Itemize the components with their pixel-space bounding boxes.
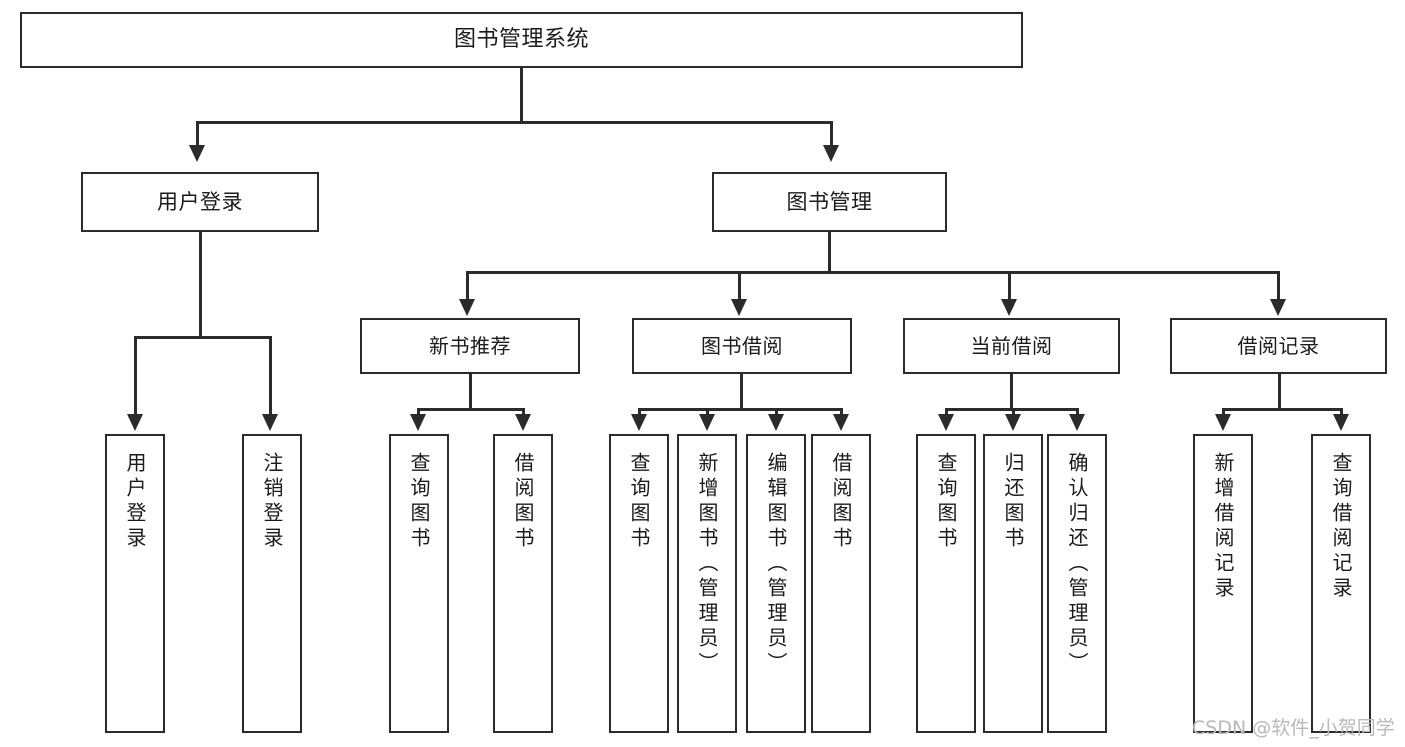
- leaf-borrow-record-query-record[interactable]: 查询借阅记录: [1311, 434, 1371, 733]
- arrow-book-borrow-to-leaf-4: [833, 414, 849, 431]
- edge-user-login-stem: [199, 232, 202, 336]
- leaf-book-borrow-add-book-admin[interactable]: 新增图书（管理员）: [677, 434, 737, 733]
- arrow-borrow-record-to-leaf-2: [1333, 414, 1349, 431]
- edge-book-borrow-to-leaf-3: [775, 408, 778, 418]
- csdn-watermark: CSDN @软件_小贺同学: [1192, 717, 1395, 739]
- edge-new-book-to-leaf-2: [522, 408, 525, 418]
- node-label: 借阅记录: [1237, 333, 1320, 358]
- arrow-book-borrow-to-leaf-1: [631, 414, 647, 431]
- leaf-current-borrow-confirm-return-admin[interactable]: 确认归还（管理员）: [1047, 434, 1107, 733]
- edge-current-borrow-to-leaf-2: [1012, 408, 1015, 418]
- edge-root-bus: [196, 121, 833, 124]
- leaf-user-login-logout[interactable]: 注销登录: [242, 434, 302, 733]
- arrow-bm-to-new-book: [459, 299, 475, 316]
- edge-book-borrow-stem: [740, 374, 743, 408]
- leaf-current-borrow-query-books[interactable]: 查询图书: [916, 434, 976, 733]
- node-label: 图书管理: [786, 189, 873, 214]
- arrow-root-to-user-login: [189, 145, 205, 162]
- edge-borrow-record-bus: [1222, 408, 1342, 411]
- node-label: 新增借阅记录: [1211, 452, 1235, 602]
- edge-borrow-record-to-leaf-1: [1222, 408, 1225, 418]
- edge-borrow-record-stem: [1278, 374, 1281, 408]
- arrow-current-borrow-to-leaf-2: [1005, 414, 1021, 431]
- node-label: 归还图书: [1001, 452, 1025, 552]
- edge-book-management-stem: [828, 232, 831, 271]
- node-borrow-record[interactable]: 借阅记录: [1170, 318, 1387, 374]
- node-label: 查询图书: [627, 452, 651, 552]
- edge-user-login-bus: [134, 336, 271, 339]
- node-root-book-management-system[interactable]: 图书管理系统: [20, 12, 1023, 68]
- arrow-new-book-to-leaf-2: [515, 414, 531, 431]
- arrow-borrow-record-to-leaf-1: [1215, 414, 1231, 431]
- edge-bm-to-new-book: [466, 271, 469, 303]
- node-label: 用户登录: [157, 189, 243, 214]
- arrow-book-borrow-to-leaf-3: [768, 414, 784, 431]
- arrow-root-to-book-management: [823, 145, 839, 162]
- node-label: 借阅图书: [829, 452, 853, 552]
- edge-user-login-to-leaf-1: [134, 336, 137, 418]
- edge-user-login-to-leaf-2: [269, 336, 272, 418]
- node-book-borrow[interactable]: 图书借阅: [632, 318, 852, 374]
- edge-current-borrow-to-leaf-3: [1076, 408, 1079, 418]
- leaf-new-book-query-books[interactable]: 查询图书: [389, 434, 449, 733]
- node-new-book-recommend[interactable]: 新书推荐: [360, 318, 580, 374]
- edge-bm-to-book-borrow: [738, 271, 741, 303]
- arrow-user-login-to-leaf-2: [262, 414, 278, 431]
- edge-book-borrow-bus: [638, 408, 843, 411]
- arrow-bm-to-current-borrow: [1001, 299, 1017, 316]
- leaf-current-borrow-return-books[interactable]: 归还图书: [983, 434, 1043, 733]
- edge-book-borrow-to-leaf-1: [638, 408, 641, 418]
- edge-current-borrow-to-leaf-1: [945, 408, 948, 418]
- edge-root-stem: [520, 68, 523, 121]
- node-label: 查询图书: [407, 452, 431, 552]
- edge-current-borrow-stem: [1010, 374, 1013, 408]
- arrow-bm-to-book-borrow: [731, 299, 747, 316]
- node-label: 新增图书（管理员）: [695, 452, 719, 677]
- edge-bm-to-current-borrow: [1008, 271, 1011, 303]
- arrow-new-book-to-leaf-1: [410, 414, 426, 431]
- arrow-user-login-to-leaf-1: [127, 414, 143, 431]
- edge-new-book-bus: [417, 408, 525, 411]
- node-current-borrow[interactable]: 当前借阅: [903, 318, 1120, 374]
- node-label: 当前借阅: [970, 333, 1053, 358]
- leaf-borrow-record-add-record[interactable]: 新增借阅记录: [1193, 434, 1253, 733]
- edge-book-borrow-to-leaf-2: [706, 408, 709, 418]
- edge-root-to-user-login: [196, 121, 199, 149]
- node-label: 查询借阅记录: [1329, 452, 1353, 602]
- edge-root-to-book-management: [830, 121, 833, 149]
- node-label: 查询图书: [934, 452, 958, 552]
- arrow-bm-to-borrow-record: [1270, 299, 1286, 316]
- node-book-management[interactable]: 图书管理: [712, 172, 947, 232]
- node-label: 确认归还（管理员）: [1065, 452, 1089, 677]
- leaf-book-borrow-edit-book-admin[interactable]: 编辑图书（管理员）: [746, 434, 806, 733]
- leaf-book-borrow-query-books[interactable]: 查询图书: [609, 434, 669, 733]
- node-label: 图书管理系统: [453, 27, 589, 53]
- edge-book-management-bus: [466, 271, 1280, 274]
- edge-new-book-to-leaf-1: [417, 408, 420, 418]
- edge-new-book-stem: [469, 374, 472, 408]
- node-label: 图书借阅: [701, 333, 783, 358]
- leaf-book-borrow-borrow-books[interactable]: 借阅图书: [811, 434, 871, 733]
- node-label: 注销登录: [260, 452, 284, 552]
- edge-borrow-record-to-leaf-2: [1340, 408, 1343, 418]
- node-label: 用户登录: [123, 452, 147, 552]
- arrow-current-borrow-to-leaf-3: [1069, 414, 1085, 431]
- edge-book-borrow-to-leaf-4: [840, 408, 843, 418]
- arrow-current-borrow-to-leaf-1: [938, 414, 954, 431]
- arrow-book-borrow-to-leaf-2: [699, 414, 715, 431]
- node-label: 新书推荐: [429, 333, 511, 358]
- node-label: 编辑图书（管理员）: [764, 452, 788, 677]
- edge-bm-to-borrow-record: [1277, 271, 1280, 303]
- leaf-new-book-borrow-books[interactable]: 借阅图书: [493, 434, 553, 733]
- leaf-user-login-login[interactable]: 用户登录: [105, 434, 165, 733]
- node-label: 借阅图书: [511, 452, 535, 552]
- node-user-login[interactable]: 用户登录: [81, 172, 319, 232]
